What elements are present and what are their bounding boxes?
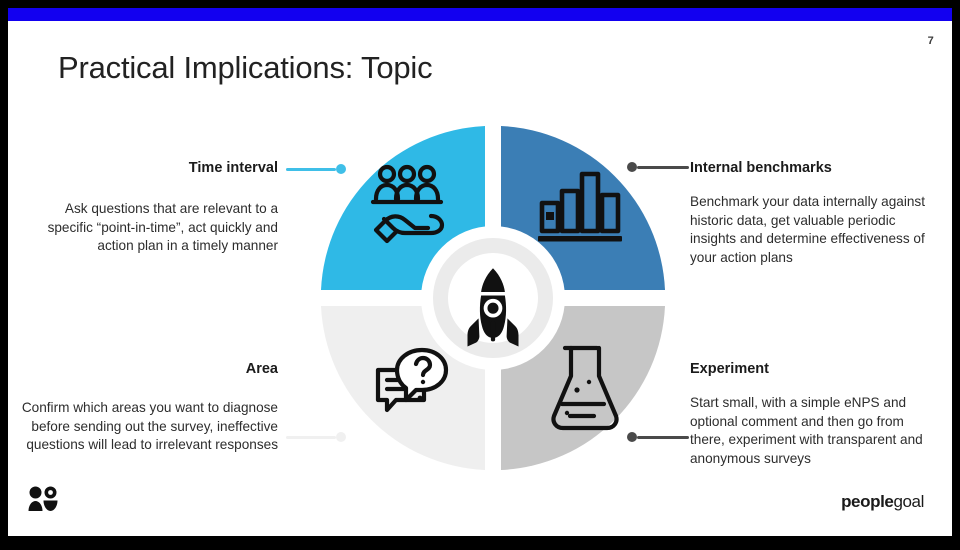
- wordmark-regular: goal: [893, 492, 924, 511]
- quadrant-diagram: [313, 118, 673, 478]
- rocket-icon: [467, 268, 519, 347]
- block-time-interval-heading: Time interval: [188, 160, 278, 176]
- connector-line: [637, 435, 689, 439]
- page-title: Practical Implications: Topic: [58, 50, 433, 85]
- wordmark-bold: people: [841, 492, 894, 511]
- people-in-hand-icon: [370, 164, 445, 244]
- block-time-interval-body: Ask questions that are relevant to a spe…: [47, 201, 278, 254]
- connector-experiment: [627, 431, 689, 443]
- connector-line: [286, 167, 336, 171]
- block-area: Area Confirm which areas you want to dia…: [20, 361, 278, 455]
- connector-line: [637, 165, 689, 169]
- connector-line: [286, 435, 336, 439]
- page-number: 7: [927, 35, 934, 47]
- block-internal-benchmarks: Internal benchmarks Benchmark your data …: [690, 160, 942, 267]
- bar-chart-icon: [538, 171, 622, 242]
- block-area-body: Confirm which areas you want to diagnose…: [21, 400, 278, 453]
- accent-top-bar: [8, 8, 952, 21]
- two-people-icon: [28, 486, 58, 512]
- block-area-heading: Area: [245, 361, 278, 377]
- connector-dot: [336, 432, 346, 442]
- block-internal-benchmarks-body: Benchmark your data internally against h…: [690, 194, 925, 265]
- block-internal-benchmarks-heading: Internal benchmarks: [690, 160, 832, 176]
- slide-canvas: 7 Practical Implications: Topic: [8, 8, 952, 536]
- question-chat-icon: [375, 347, 449, 413]
- flask-icon: [551, 345, 619, 431]
- connector-internal-benchmarks: [627, 161, 689, 173]
- connector-dot: [627, 432, 637, 442]
- connector-dot: [336, 164, 346, 174]
- connector-area: [286, 431, 346, 443]
- block-experiment: Experiment Start small, with a simple eN…: [690, 361, 942, 468]
- peoplegoal-logo: peoplegoal: [841, 492, 924, 512]
- connector-time-interval: [286, 163, 346, 175]
- connector-dot: [627, 162, 637, 172]
- block-time-interval: Time interval Ask questions that are rel…: [20, 160, 278, 256]
- block-experiment-heading: Experiment: [690, 361, 769, 377]
- block-experiment-body: Start small, with a simple eNPS and opti…: [690, 395, 923, 466]
